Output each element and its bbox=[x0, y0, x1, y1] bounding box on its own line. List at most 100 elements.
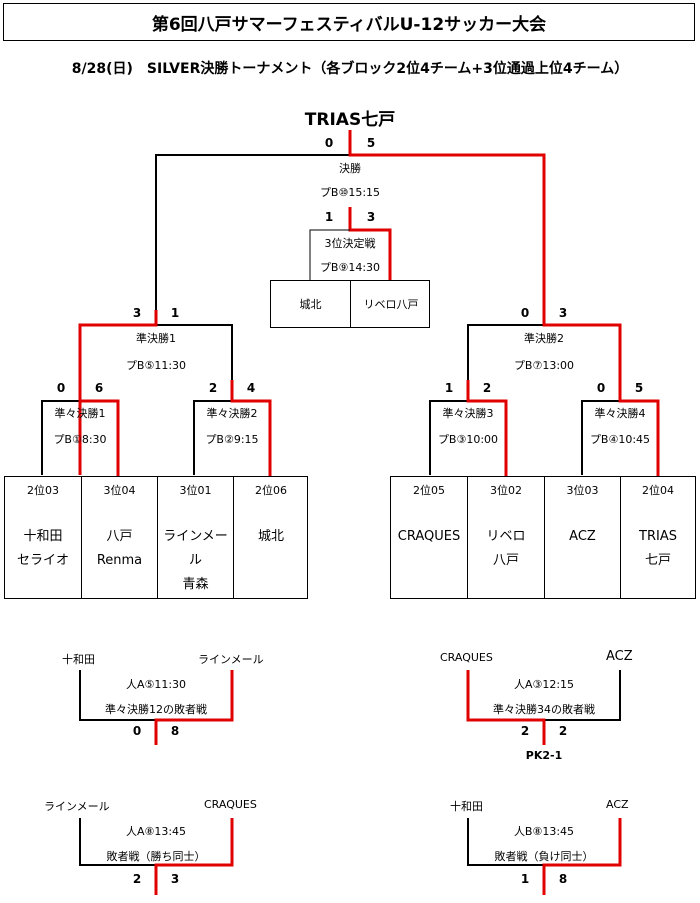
qf1-winner-line bbox=[78, 380, 120, 476]
qf1-score-left: 0 bbox=[56, 381, 66, 395]
third-team-left: 城北 bbox=[299, 298, 322, 311]
team-seed: 2位03 bbox=[27, 484, 59, 497]
team-cell: 3位04 八戸 Renma bbox=[81, 477, 157, 598]
third-winner-line bbox=[348, 207, 392, 280]
third-time: プB⑨14:30 bbox=[319, 261, 381, 274]
team-cell: 3位03 ACZ bbox=[544, 477, 620, 598]
team-cell: 3位02 リベロ八戸 bbox=[467, 477, 544, 598]
qf3-score-right: 2 bbox=[482, 381, 492, 395]
team-name: 城北 bbox=[257, 529, 284, 544]
team-cell: 2位03 十和田セライオ bbox=[5, 477, 81, 598]
qf3-label: 準々決勝3 bbox=[442, 407, 494, 420]
semi1-score-left: 3 bbox=[132, 306, 142, 320]
team-seed: 3位04 bbox=[103, 484, 136, 497]
cons3-time: 人A⑧13:45 bbox=[125, 825, 187, 838]
team-seed: 3位03 bbox=[566, 484, 599, 497]
third-score-left: 1 bbox=[324, 210, 334, 224]
qf2-score-right: 4 bbox=[246, 381, 256, 395]
team-name: リベロ bbox=[486, 529, 526, 544]
cons1-desc: 準々決勝12の敗者戦 bbox=[105, 703, 207, 716]
cons3-team-right: CRAQUES bbox=[204, 798, 257, 811]
team-name-line2: 七戸 bbox=[644, 553, 671, 568]
semi2-score-right: 3 bbox=[558, 306, 568, 320]
cons2-team-right: ACZ bbox=[606, 649, 633, 664]
qf4-score-left: 0 bbox=[596, 381, 606, 395]
team-name: CRAQUES bbox=[397, 529, 461, 544]
team-seed: 2位05 bbox=[413, 484, 445, 497]
third-score-right: 3 bbox=[366, 210, 376, 224]
third-place-box: 城北 リベロ八戸 bbox=[270, 280, 430, 328]
qf2-left-line bbox=[193, 400, 232, 475]
cons3-desc: 敗者戦（勝ち同士） bbox=[106, 850, 206, 863]
cons3-left-line bbox=[79, 818, 156, 866]
cons2-score-left: 2 bbox=[520, 724, 530, 738]
final-score-right: 5 bbox=[366, 136, 376, 150]
qf2-time: プB②9:15 bbox=[205, 433, 259, 446]
qf3-time: プB③10:00 bbox=[437, 433, 499, 446]
qf3-left-line bbox=[429, 400, 468, 475]
final-score-left: 0 bbox=[324, 136, 334, 150]
team-name: 八戸 bbox=[106, 529, 133, 544]
page-title: 第6回八戸サマーフェスティバルU-12サッカー大会 bbox=[3, 3, 695, 41]
qf4-label: 準々決勝4 bbox=[594, 407, 646, 420]
semi2-time: プB⑦13:00 bbox=[513, 359, 575, 372]
page-subtitle: 8/28(日) SILVER決勝トーナメント（各ブロック2位4チーム+3位通過上… bbox=[71, 61, 629, 77]
team-group-right: 2位05 CRAQUES 3位02 リベロ八戸 3位03 ACZ 2位04 TR… bbox=[390, 476, 696, 599]
cons4-score-left: 1 bbox=[520, 872, 530, 886]
semi2-left-line bbox=[467, 324, 544, 400]
cons4-team-right: ACZ bbox=[606, 798, 629, 811]
champion-name: TRIAS七戸 bbox=[304, 110, 396, 130]
qf4-left-line bbox=[581, 400, 620, 475]
cons1-winner-line bbox=[154, 670, 234, 745]
final-label: 決勝 bbox=[339, 162, 361, 175]
qf3-score-left: 1 bbox=[444, 381, 454, 395]
third-team-right: リベロ八戸 bbox=[363, 298, 419, 311]
qf4-score-right: 5 bbox=[634, 381, 644, 395]
cons2-score-right: 2 bbox=[558, 724, 568, 738]
cons3-score-left: 2 bbox=[132, 872, 142, 886]
team-name-line2: 八戸 bbox=[492, 553, 519, 568]
final-time: プB⑩15:15 bbox=[319, 186, 381, 199]
cons4-left-line bbox=[467, 818, 544, 866]
cons1-team-left: 十和田 bbox=[62, 653, 95, 666]
cons4-time: 人B⑧13:45 bbox=[513, 825, 575, 838]
semi1-score-right: 1 bbox=[170, 306, 180, 320]
cons2-team-left: CRAQUES bbox=[440, 651, 493, 664]
team-seed: 3位01 bbox=[179, 484, 212, 497]
cons3-score-right: 3 bbox=[170, 872, 180, 886]
cons2-winner-line bbox=[466, 670, 546, 745]
team-cell: 2位05 CRAQUES bbox=[391, 477, 467, 598]
team-name: 十和田 bbox=[23, 529, 63, 544]
team-seed: 2位06 bbox=[255, 484, 287, 497]
cons2-right-line bbox=[544, 670, 621, 721]
team-cell: 3位01 ラインメール青森 bbox=[157, 477, 233, 598]
cons3-winner-line bbox=[154, 818, 234, 895]
qf1-label: 準々決勝1 bbox=[54, 407, 106, 420]
cons1-time: 人A⑤11:30 bbox=[125, 678, 187, 691]
qf4-winner-line bbox=[618, 380, 660, 476]
cons4-team-left: 十和田 bbox=[450, 800, 483, 813]
qf4-time: プB④10:45 bbox=[589, 433, 651, 446]
qf2-label: 準々決勝2 bbox=[206, 407, 258, 420]
cons3-team-left: ラインメール bbox=[44, 800, 110, 813]
final-winner-line bbox=[348, 130, 546, 310]
cons1-score-left: 0 bbox=[132, 724, 142, 738]
semi1-time: プB⑤11:30 bbox=[125, 359, 187, 372]
team-name-line2: Renma bbox=[96, 553, 143, 568]
qf2-winner-line bbox=[230, 380, 272, 476]
team-name: ラインメール bbox=[163, 529, 228, 568]
qf1-score-right: 6 bbox=[94, 381, 104, 395]
qf1-left-line bbox=[41, 400, 80, 475]
cons2-time: 人A③12:15 bbox=[513, 678, 575, 691]
final-left-line bbox=[155, 154, 350, 310]
team-name-line2: 青森 bbox=[182, 577, 209, 592]
team-name: ACZ bbox=[569, 529, 596, 544]
semi2-winner-line bbox=[542, 310, 622, 400]
semi1-label: 準決勝1 bbox=[136, 332, 176, 345]
qf1-time: プB①8:30 bbox=[53, 433, 107, 446]
semi2-score-left: 0 bbox=[520, 306, 530, 320]
qf2-score-left: 2 bbox=[208, 381, 218, 395]
